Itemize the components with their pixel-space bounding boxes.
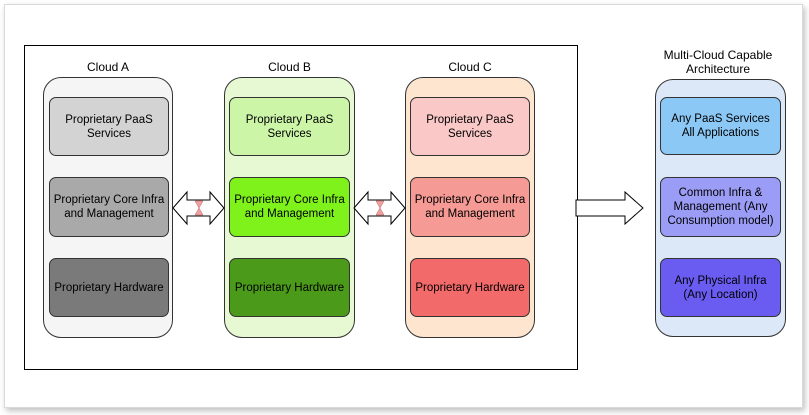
cloud-b-core-infra-block: Proprietary Core Infra and Management xyxy=(229,177,350,237)
cloud-a-paas-block: Proprietary PaaS Services xyxy=(49,97,169,156)
cloud-c-core-infra-block: Proprietary Core Infra and Management xyxy=(410,177,530,237)
transition-arrow xyxy=(575,190,644,226)
cloud-c-hardware-block: Proprietary Hardware xyxy=(410,258,530,317)
any-paas-block: Any PaaS Services All Applications xyxy=(660,97,781,155)
cloud-a-core-infra-block: Proprietary Core Infra and Management xyxy=(49,177,169,237)
bidirectional-arrow-b-c xyxy=(353,190,406,226)
multi-cloud-title: Multi-Cloud Capable Architecture xyxy=(663,48,773,76)
cloud-c-paas-block: Proprietary PaaS Services xyxy=(410,97,530,156)
cloud-a-hardware-block: Proprietary Hardware xyxy=(49,258,169,317)
cloud-b-title: Cloud B xyxy=(268,60,311,74)
cloud-b-hardware-block: Proprietary Hardware xyxy=(229,258,350,317)
bidirectional-arrow-a-b xyxy=(172,190,225,226)
any-physical-infra-block: Any Physical Infra (Any Location) xyxy=(660,258,781,317)
cloud-c-title: Cloud C xyxy=(448,60,492,74)
cloud-a-title: Cloud A xyxy=(86,60,130,74)
common-infra-block: Common Infra & Management (Any Consumpti… xyxy=(660,177,781,237)
cloud-b-paas-block: Proprietary PaaS Services xyxy=(229,97,350,156)
